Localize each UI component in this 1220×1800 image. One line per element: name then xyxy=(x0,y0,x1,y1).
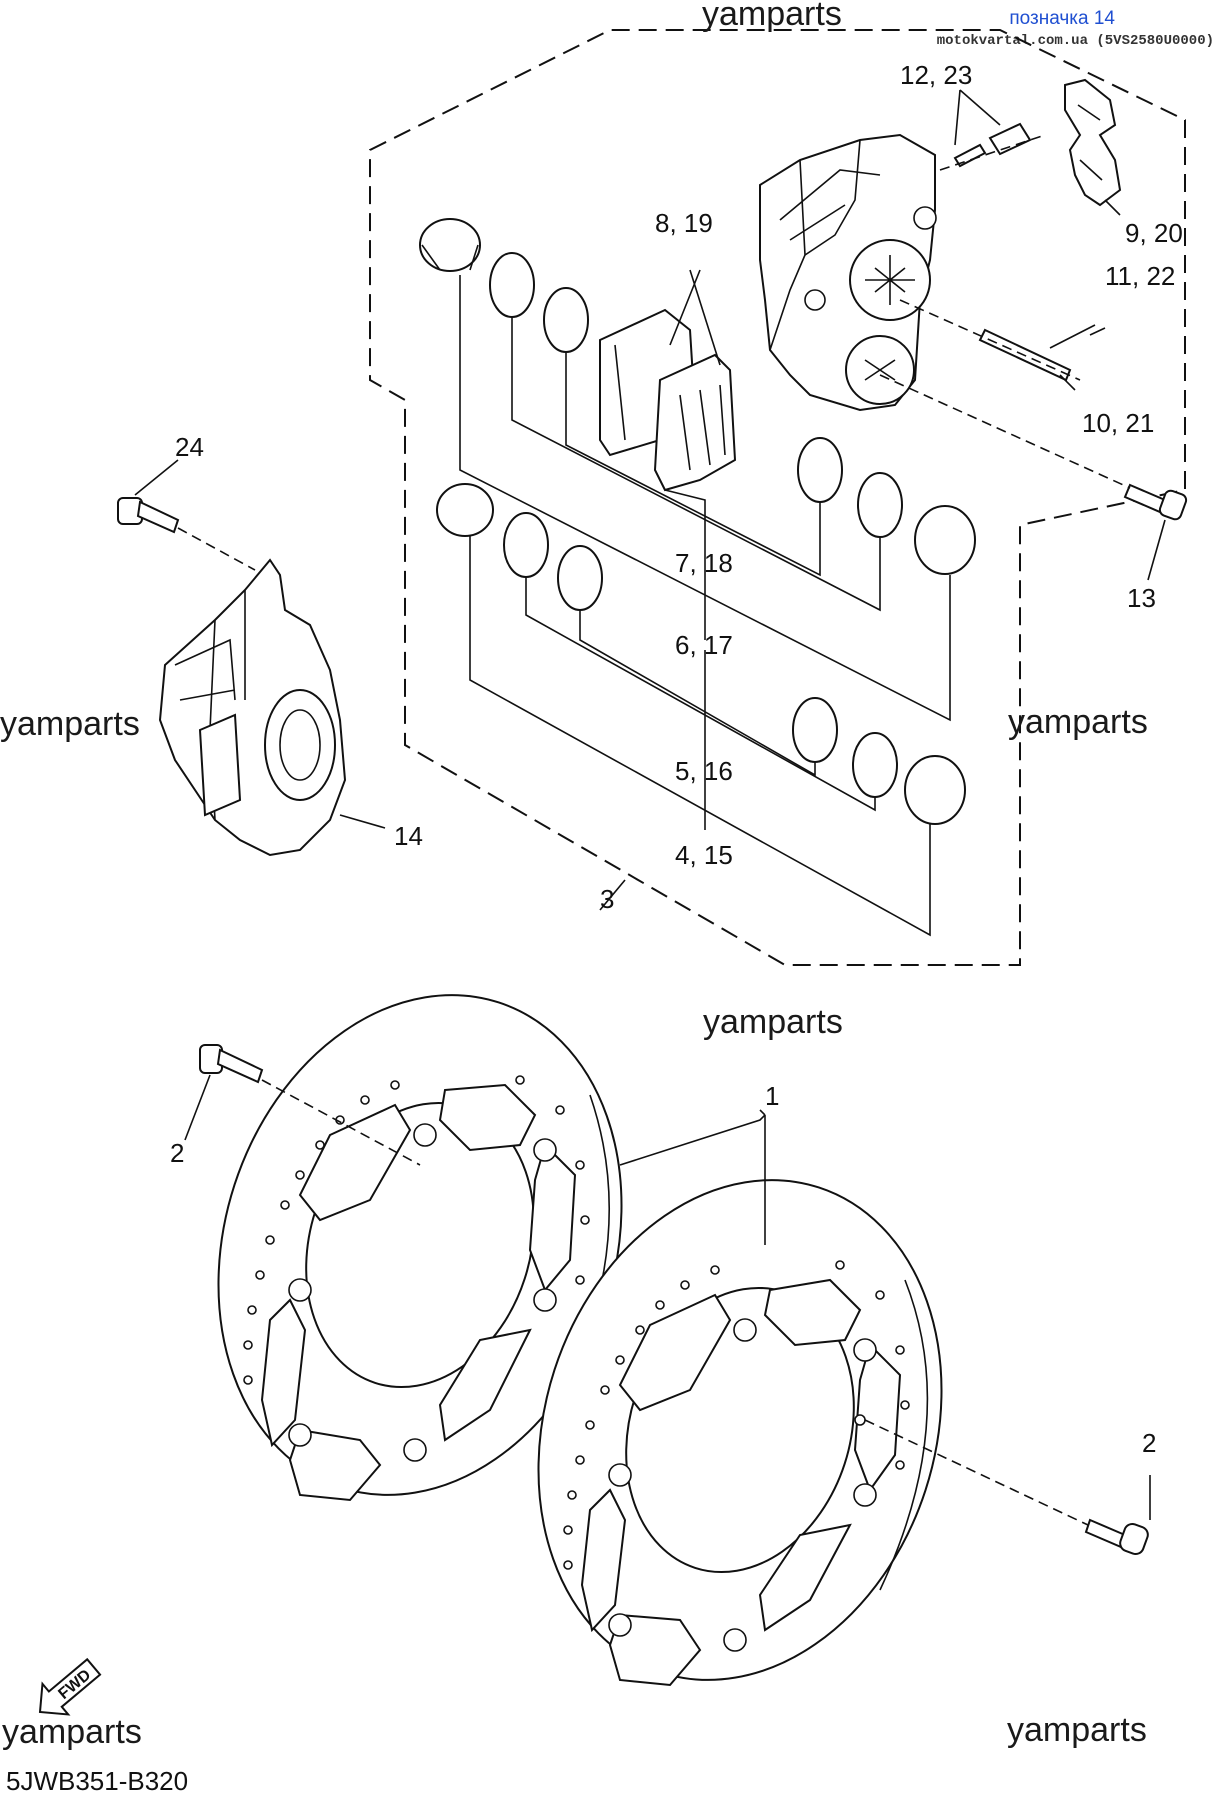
callout-2-upper: 2 xyxy=(170,1138,184,1168)
piston-top-left xyxy=(419,218,481,272)
disc-right-rivets xyxy=(608,1318,877,1652)
callout-5-16: 5, 16 xyxy=(675,756,733,786)
seal-lower-2 xyxy=(557,545,603,611)
callout-3: 3 xyxy=(600,884,614,914)
callout-12-23: 12, 23 xyxy=(900,60,972,90)
bleed-screw xyxy=(953,122,1032,168)
watermark: yamparts xyxy=(0,705,140,743)
seal-mid-r2 xyxy=(857,472,903,538)
watermark: yamparts xyxy=(703,1003,843,1041)
header-site: motokvartal.com.ua (5VS2580U0000) xyxy=(937,33,1214,49)
disc-right-drill-holes xyxy=(563,1260,910,1570)
piston-bottom-right xyxy=(904,755,966,825)
callout-8-19: 8, 19 xyxy=(655,208,713,238)
caliper-body-upper xyxy=(759,133,937,412)
seal-bottom-r1 xyxy=(792,697,838,763)
leader-14 xyxy=(339,814,386,829)
seal-mid-r1 xyxy=(797,437,843,503)
callout-10-21: 10, 21 xyxy=(1082,408,1154,438)
diagram-code: 5JWB351-B320 xyxy=(6,1766,188,1796)
caliper-bolt-24 xyxy=(117,459,256,571)
header-label: позначка 14 xyxy=(1009,8,1115,29)
brake-disc-right xyxy=(537,1179,943,1687)
leader-1 xyxy=(619,1109,766,1245)
watermark: yamparts xyxy=(1008,703,1148,741)
brake-disc-left xyxy=(217,994,623,1502)
disc-bolt-upper xyxy=(184,1044,421,1166)
seal-lower-1 xyxy=(503,512,549,578)
seal-bottom-r2 xyxy=(852,732,898,798)
disc-left-spokes xyxy=(260,1083,577,1502)
brake-pad-pair xyxy=(599,308,737,492)
pad-pin xyxy=(978,327,1106,382)
disc-bolt-lower xyxy=(864,1419,1151,1556)
callout-24: 24 xyxy=(175,432,204,462)
callout-14: 14 xyxy=(394,821,423,851)
callout-6-17: 6, 17 xyxy=(675,630,733,660)
caliper-bolt-13 xyxy=(1123,483,1188,521)
caliper-assembly-boundary xyxy=(369,29,1186,966)
callout-4-15: 4, 15 xyxy=(675,840,733,870)
watermark: yamparts xyxy=(702,0,842,33)
callout-9-20: 9, 20 xyxy=(1125,218,1183,248)
callout-13: 13 xyxy=(1127,583,1156,613)
seal-top-1 xyxy=(489,252,535,318)
callout-11-22: 11, 22 xyxy=(1105,261,1175,291)
caliper-assembly-14 xyxy=(158,558,347,857)
disc-right-spokes xyxy=(580,1278,902,1687)
callout-1: 1 xyxy=(765,1081,779,1111)
watermark: yamparts xyxy=(1007,1711,1147,1749)
callout-2-lower: 2 xyxy=(1142,1428,1156,1458)
disc-left-drill-holes xyxy=(243,1075,590,1385)
leader-lines xyxy=(459,89,1166,937)
disc-left-rivets xyxy=(288,1123,557,1462)
piston-mid-right xyxy=(914,505,976,575)
watermark: yamparts xyxy=(2,1713,142,1751)
seal-top-2 xyxy=(543,287,589,353)
pad-spring xyxy=(1064,78,1122,207)
piston-mid-left xyxy=(436,483,494,537)
callout-7-18: 7, 18 xyxy=(675,548,733,578)
